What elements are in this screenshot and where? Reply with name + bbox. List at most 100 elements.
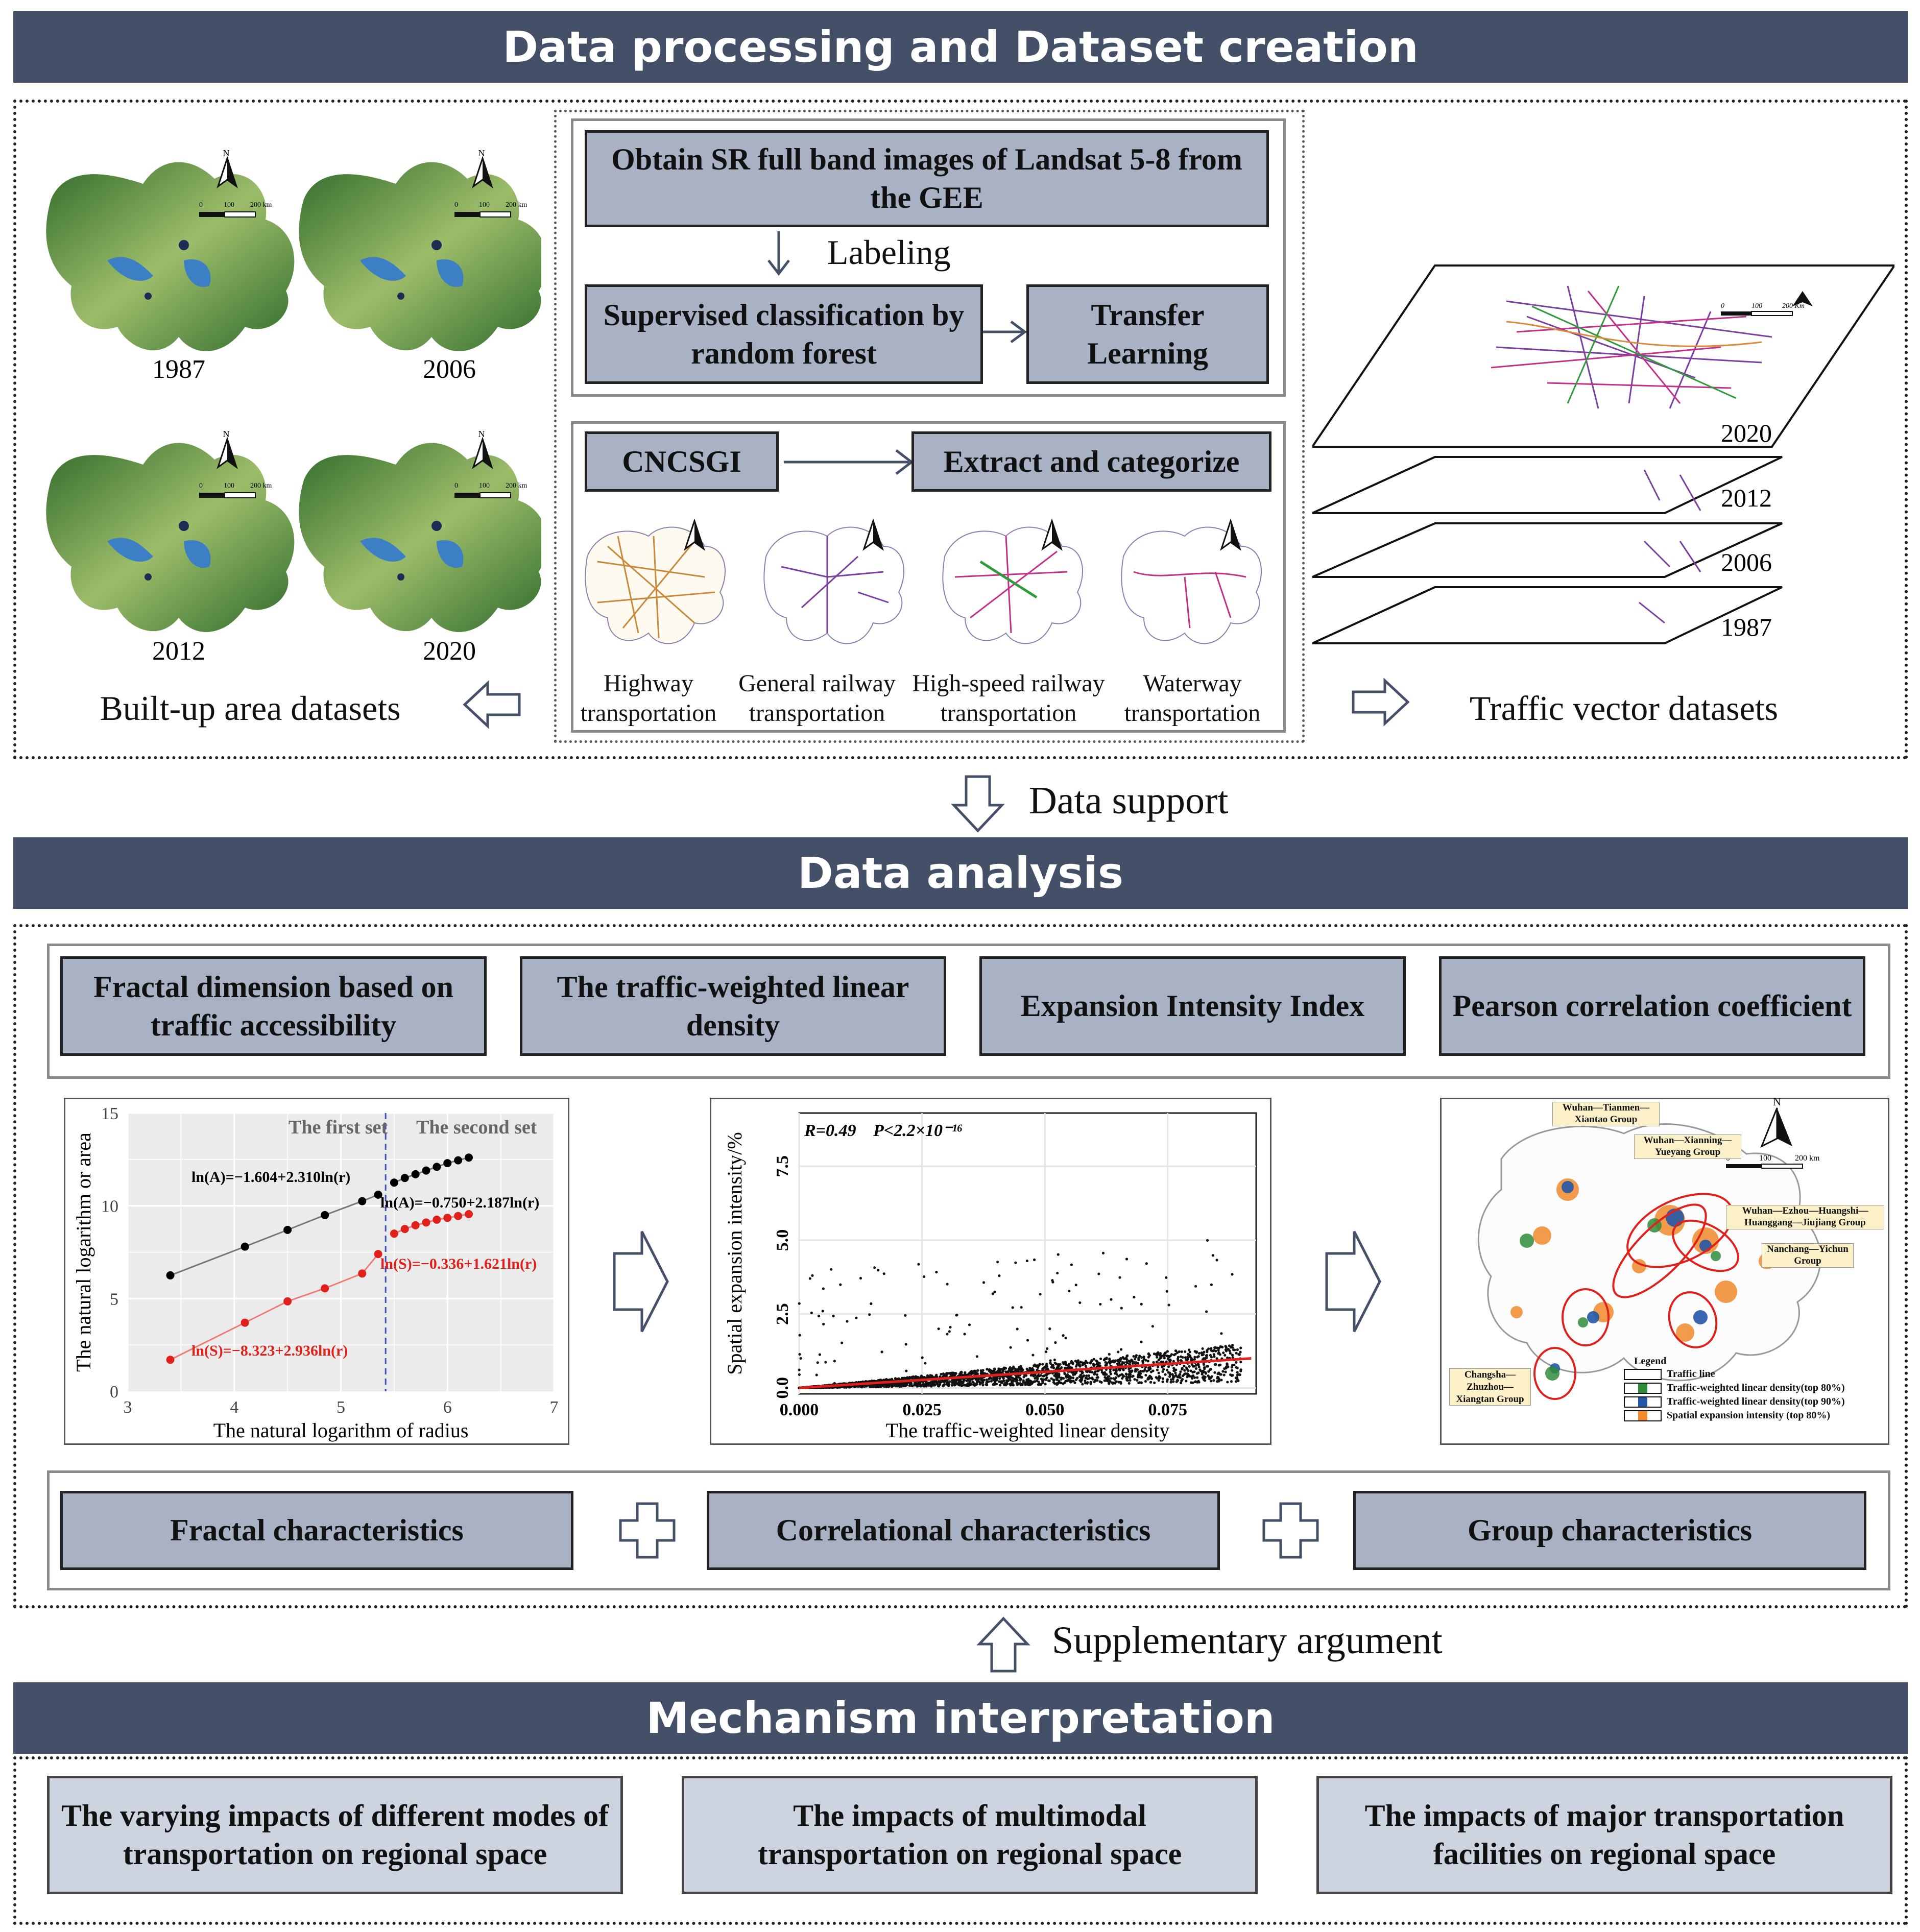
y-tick-label: 0.0	[773, 1377, 792, 1399]
data-point	[358, 1269, 367, 1278]
scatter-point	[1109, 1368, 1112, 1371]
scatter-point	[1060, 1378, 1063, 1381]
scatter-point	[935, 1373, 938, 1376]
scatter-point	[1180, 1381, 1183, 1384]
scatter-point	[1063, 1372, 1066, 1375]
high-speed-railway-map	[942, 520, 1083, 644]
scatter-point	[1172, 1380, 1175, 1383]
scatter-point	[1179, 1370, 1182, 1373]
scatter-point	[1070, 1263, 1073, 1266]
scatter-point	[1217, 1352, 1220, 1355]
scatter-point	[968, 1372, 971, 1375]
scatter-point	[921, 1356, 924, 1359]
scale-label: 100	[224, 201, 234, 209]
scatter-point	[870, 1302, 873, 1305]
scatter-point	[1203, 1378, 1206, 1381]
scale-label: 0	[199, 482, 203, 490]
scatter-point	[946, 1333, 949, 1336]
supplementary-label: Supplementary argument	[1052, 1619, 1443, 1662]
scatter-point	[902, 1383, 905, 1386]
scatter-point	[1201, 1354, 1204, 1357]
scatter-point	[1210, 1380, 1213, 1383]
scatter-point	[1231, 1369, 1234, 1372]
scatter-point	[798, 1334, 801, 1337]
scatter-point	[1193, 1358, 1196, 1361]
scatter-point	[1112, 1368, 1115, 1371]
scatter-point	[993, 1290, 996, 1293]
scatter-point	[1125, 1360, 1128, 1363]
scatter-point	[1110, 1298, 1113, 1301]
north-label: N	[223, 429, 230, 439]
gee-box: Obtain SR full band images of Landsat 5-…	[585, 130, 1269, 227]
scatter-point	[930, 1385, 933, 1388]
scatter-point	[882, 1272, 885, 1275]
scatter-point	[1230, 1380, 1233, 1383]
scatter-point	[1161, 1377, 1164, 1380]
scatter-point	[1158, 1354, 1161, 1357]
scatter-point	[994, 1377, 997, 1380]
mechanism-box-facilities: The impacts of major transportation faci…	[1316, 1776, 1892, 1894]
scatter-point	[1196, 1376, 1199, 1379]
scatter-point	[1064, 1367, 1067, 1370]
y-tick-label: 5	[110, 1290, 118, 1309]
scatter-point	[996, 1261, 999, 1264]
transport-maps	[585, 520, 1262, 644]
highway-label: Highway transportation	[580, 670, 717, 727]
scatter-point	[1081, 1383, 1084, 1386]
scatter-point	[1177, 1356, 1180, 1359]
scatter-point	[1180, 1379, 1183, 1383]
scatter-point	[1033, 1258, 1036, 1261]
scatter-point	[1124, 1372, 1127, 1375]
scatter-point	[956, 1378, 959, 1382]
scatter-point	[920, 1375, 923, 1379]
labeling-label: Labeling	[827, 233, 951, 272]
scatter-point	[1071, 1362, 1074, 1365]
traffic-network	[1491, 285, 1772, 624]
scatter-point	[830, 1268, 833, 1271]
data-point	[465, 1153, 473, 1162]
data-point	[283, 1225, 292, 1234]
scatter-point	[888, 1383, 891, 1386]
north-label: N	[478, 148, 485, 158]
right-arrow-icon	[613, 1230, 669, 1333]
scatter-point	[960, 1373, 963, 1376]
trend-line	[799, 1357, 1252, 1389]
scatter-point	[1132, 1374, 1135, 1378]
scatter-point	[879, 1379, 882, 1382]
scatter-point	[1058, 1381, 1061, 1384]
section-banner-data-processing: Data processing and Dataset creation	[13, 11, 1908, 83]
scatter-point	[1079, 1373, 1082, 1376]
scatter-point	[928, 1383, 931, 1386]
scatter-point	[891, 1385, 894, 1388]
scatter-point	[1025, 1383, 1028, 1386]
scatter-point	[873, 1266, 876, 1269]
scatter-point	[872, 1380, 875, 1383]
scatter-point	[1065, 1364, 1068, 1367]
builtup-map-2006	[299, 162, 541, 351]
scatter-point	[1195, 1351, 1198, 1354]
scatter-point	[1134, 1361, 1138, 1364]
scatter-point	[1161, 1361, 1164, 1364]
data-point	[358, 1197, 367, 1205]
scatter-point	[1162, 1368, 1165, 1371]
builtup-map-1987	[46, 162, 295, 351]
scatter-point	[1149, 1370, 1153, 1373]
scatter-point	[1096, 1376, 1099, 1379]
scatter-point	[1172, 1369, 1175, 1372]
scatter-point	[1158, 1375, 1161, 1378]
scatter-point	[1145, 1370, 1148, 1373]
scatter-point	[1093, 1372, 1096, 1375]
scatter-point	[1040, 1378, 1043, 1381]
scatter-point	[1015, 1369, 1018, 1372]
scatter-point	[1202, 1363, 1206, 1366]
scatter-point	[1204, 1371, 1207, 1374]
scatter-point	[950, 1379, 954, 1382]
equation-label: ln(S)=−0.336+1.621ln(r)	[380, 1255, 537, 1272]
right-arrow-icon	[983, 320, 1027, 344]
layer-2012	[1312, 456, 1783, 514]
scatter-point	[1142, 1358, 1145, 1361]
scatter-point	[868, 1313, 871, 1316]
scatter-point	[818, 1353, 822, 1356]
scatter-point	[1230, 1374, 1233, 1377]
scatter-point	[1051, 1281, 1054, 1284]
